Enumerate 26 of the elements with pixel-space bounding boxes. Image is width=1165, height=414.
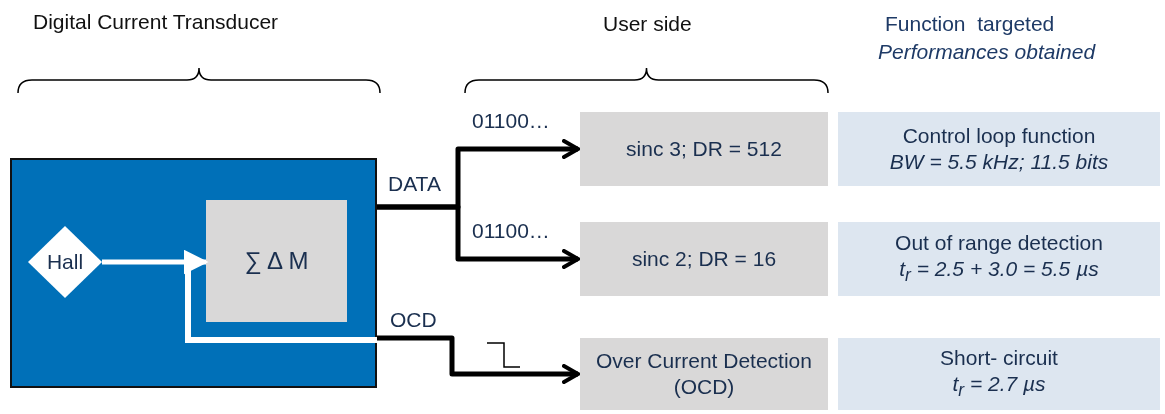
function-box: [838, 222, 1160, 296]
function-text: Short- circuit: [940, 344, 1058, 371]
function-box: [838, 338, 1160, 410]
performance-text: BW = 5.5 kHz; 11.5 bits: [889, 149, 1109, 175]
filter-box: sinc 2; DR = 16: [580, 222, 828, 296]
performance-text: t$_{r}$ = 2.7 µs: [952, 370, 1046, 403]
heading: Function targeted: [885, 12, 1055, 36]
detection-box: Over Current Detection (OCD): [580, 338, 828, 410]
function-text: Control loop function: [902, 123, 1096, 149]
performance-text: t$_{r}$ = 2.5 + 3.0 = 5.5 µs: [899, 255, 1099, 288]
hall-sensor-diamond: Hall: [28, 226, 102, 298]
edge-label: 01100…: [472, 219, 550, 243]
heading: Digital Current Transducer: [33, 10, 279, 34]
edge-label: 01100…: [472, 109, 550, 133]
edge-label: OCD: [390, 308, 437, 332]
modulator-box: ∑ Δ M: [206, 200, 347, 322]
signal-label: DATA: [388, 172, 441, 196]
heading: Performances obtained: [878, 40, 1096, 64]
function-box: [838, 112, 1160, 186]
function-text: Out of range detection: [895, 229, 1103, 256]
arrow: [102, 249, 209, 275]
arrow: [377, 204, 580, 269]
heading: User side: [603, 12, 692, 36]
transducer-block: [10, 158, 377, 388]
arrow: [377, 335, 580, 384]
filter-box: sinc 3; DR = 512: [580, 112, 828, 186]
